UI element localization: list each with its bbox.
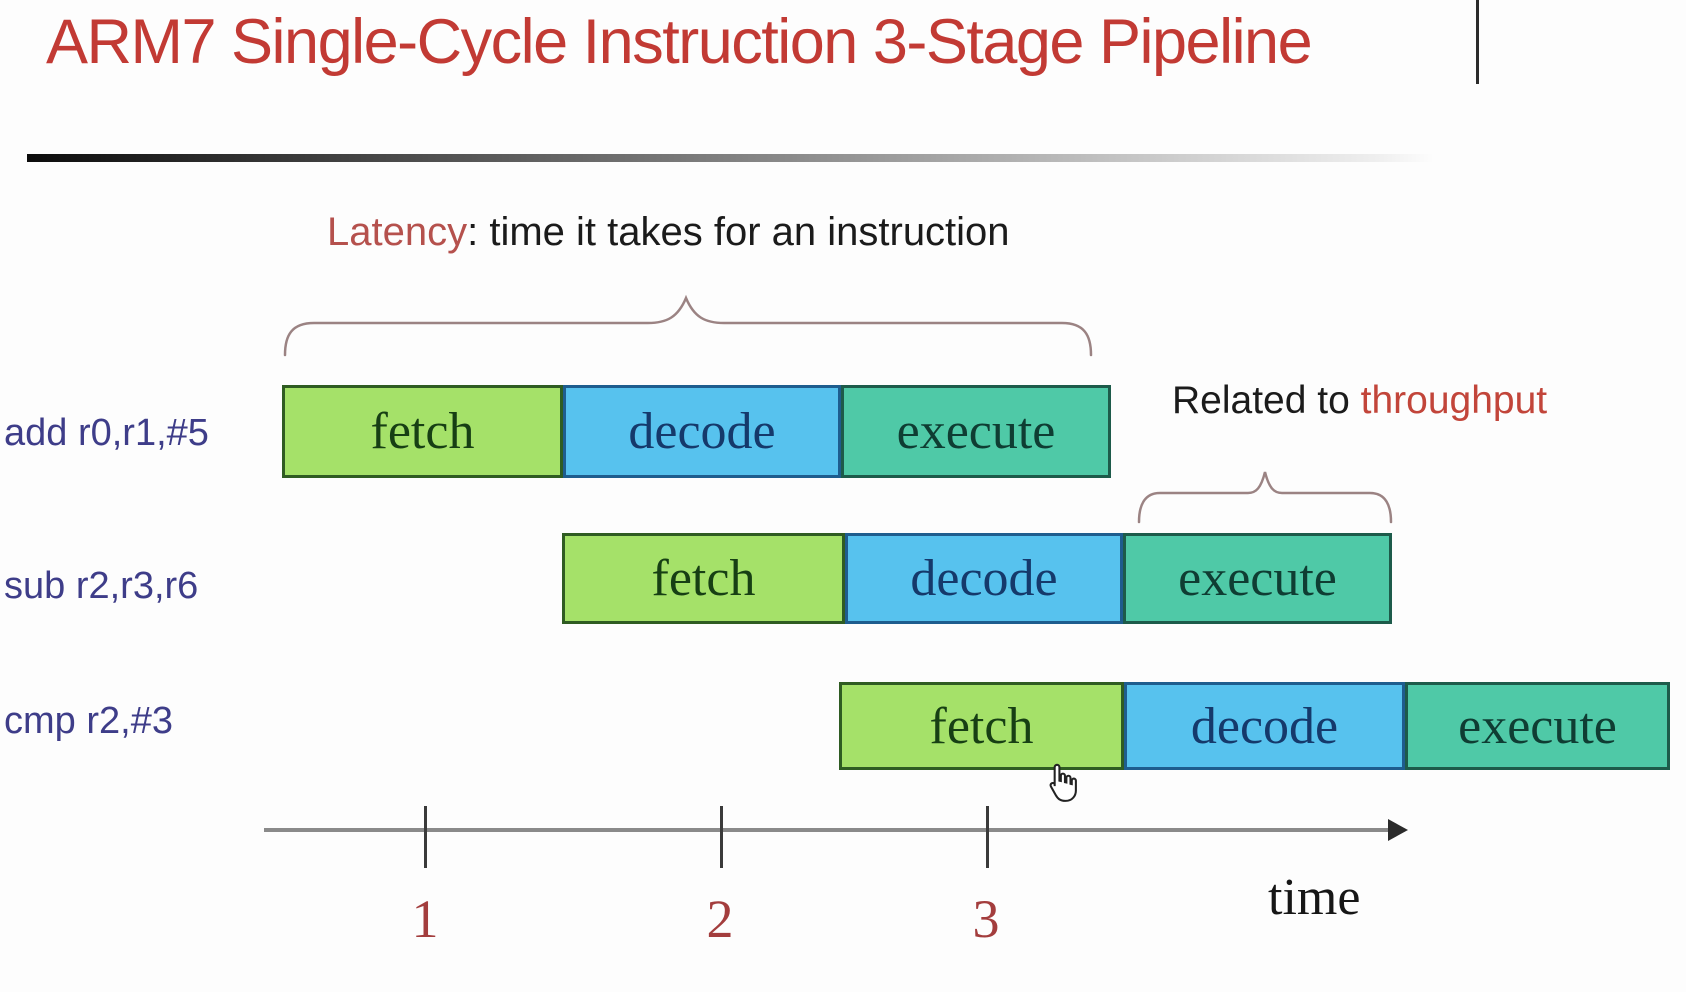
latency-brace bbox=[283, 294, 1093, 357]
throughput-prefix: Related to bbox=[1172, 379, 1361, 422]
stage-box-add-execute: execute bbox=[841, 385, 1111, 478]
stage-box-add-decode: decode bbox=[563, 385, 841, 478]
throughput-term: throughput bbox=[1360, 379, 1548, 422]
axis-tick-label-2: 2 bbox=[706, 889, 734, 949]
hand-pointer-cursor bbox=[1049, 763, 1077, 802]
stage-box-sub-fetch: fetch bbox=[562, 533, 845, 624]
latency-annotation: Latency: time it takes for an instructio… bbox=[327, 210, 1010, 255]
latency-term: Latency bbox=[327, 210, 468, 254]
stage-box-add-fetch: fetch bbox=[282, 385, 563, 478]
axis-tick-label-3: 3 bbox=[972, 889, 1000, 949]
throughput-brace bbox=[1137, 471, 1393, 524]
time-axis bbox=[264, 828, 1390, 832]
time-axis-label: time bbox=[1268, 869, 1361, 926]
stage-box-sub-decode: decode bbox=[845, 533, 1123, 624]
axis-tick-1 bbox=[424, 806, 427, 868]
text-caret bbox=[1476, 0, 1479, 84]
axis-tick-label-1: 1 bbox=[411, 889, 439, 949]
stage-box-sub-execute: execute bbox=[1123, 533, 1392, 624]
axis-tick-2 bbox=[720, 806, 723, 868]
axis-tick-3 bbox=[986, 806, 989, 868]
instruction-label-cmp: cmp r2,#3 bbox=[4, 700, 173, 742]
stage-box-cmp-fetch: fetch bbox=[839, 682, 1124, 770]
time-axis-arrowhead bbox=[1388, 819, 1408, 841]
stage-box-cmp-execute: execute bbox=[1405, 682, 1670, 770]
instruction-label-sub: sub r2,r3,r6 bbox=[4, 565, 199, 607]
slide-title: ARM7 Single-Cycle Instruction 3-Stage Pi… bbox=[46, 7, 1313, 77]
instruction-label-add: add r0,r1,#5 bbox=[4, 412, 209, 454]
throughput-annotation: Related to throughput bbox=[1172, 379, 1547, 423]
latency-text: : time it takes for an instruction bbox=[467, 210, 1010, 254]
title-divider bbox=[27, 154, 1434, 162]
stage-box-cmp-decode: decode bbox=[1124, 682, 1405, 770]
